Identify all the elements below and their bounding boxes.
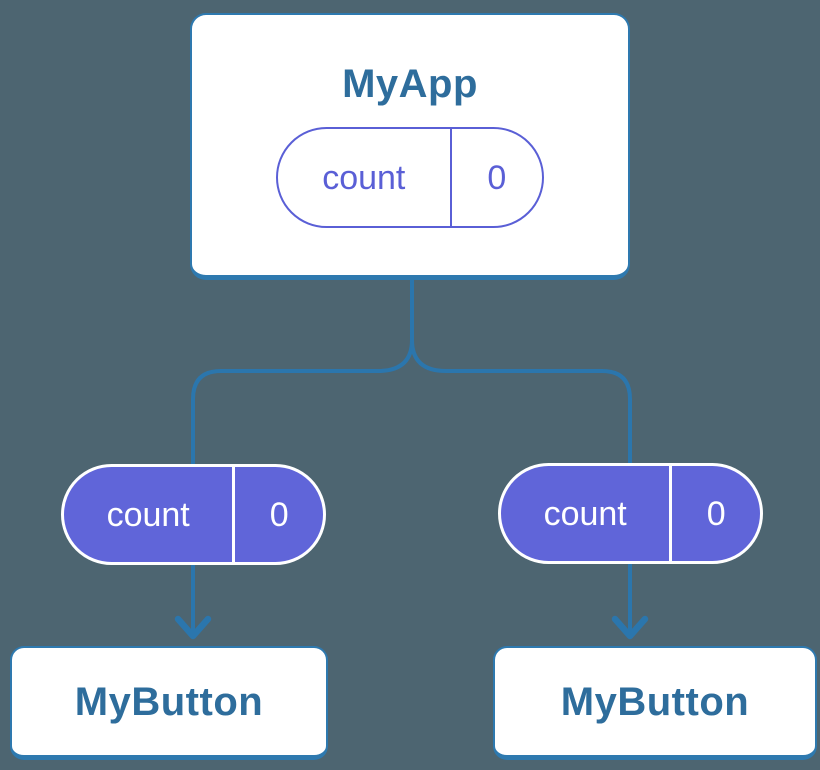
arrow-down-left-icon xyxy=(174,615,212,640)
left-prop-pill: count 0 xyxy=(61,464,326,565)
state-label: count xyxy=(278,129,452,226)
prop-value: 0 xyxy=(269,495,289,534)
prop-label: count xyxy=(64,467,236,562)
right-prop-pill: count 0 xyxy=(498,463,763,564)
arrow-down-right-icon xyxy=(611,615,649,640)
edge-root-to-right-child xyxy=(410,278,632,633)
right-child-component-card: MyButton xyxy=(493,646,817,760)
root-component-title: MyApp xyxy=(342,62,478,106)
edge-root-to-left-child xyxy=(191,278,414,633)
prop-value: 0 xyxy=(706,494,726,533)
right-child-component-title: MyButton xyxy=(560,679,750,724)
left-child-component-card: MyButton xyxy=(10,646,328,760)
left-child-component-title: MyButton xyxy=(74,679,264,724)
root-component-card: MyApp count 0 xyxy=(190,13,630,280)
prop-label: count xyxy=(501,466,673,561)
root-state-pill: count 0 xyxy=(276,127,544,228)
state-value: 0 xyxy=(487,158,507,197)
